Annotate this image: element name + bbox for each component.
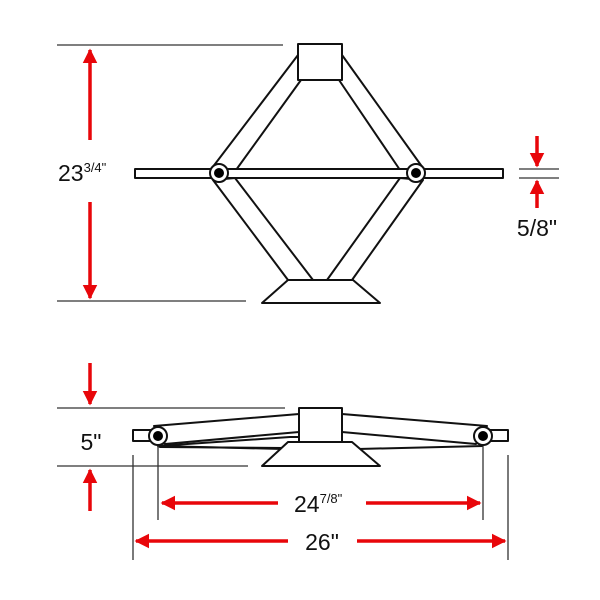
base-plate bbox=[261, 279, 381, 304]
raised-height-label: 233/4" bbox=[58, 160, 107, 186]
screw-rod bbox=[134, 168, 504, 179]
top-saddle-block bbox=[298, 407, 343, 443]
top-saddle-block bbox=[297, 43, 343, 81]
lowered-jack-view: 5" 247/8" 26" bbox=[57, 363, 509, 560]
base-plate bbox=[261, 441, 381, 467]
scissor-arms bbox=[211, 54, 424, 281]
pivot-span-label: 247/8" bbox=[294, 491, 343, 517]
lowered-height-label: 5" bbox=[81, 429, 102, 455]
handle-thickness-label: 5/8" bbox=[517, 215, 557, 241]
raised-jack-view: 233/4" 5/8" bbox=[57, 43, 559, 304]
overall-length-label: 26" bbox=[305, 529, 339, 555]
